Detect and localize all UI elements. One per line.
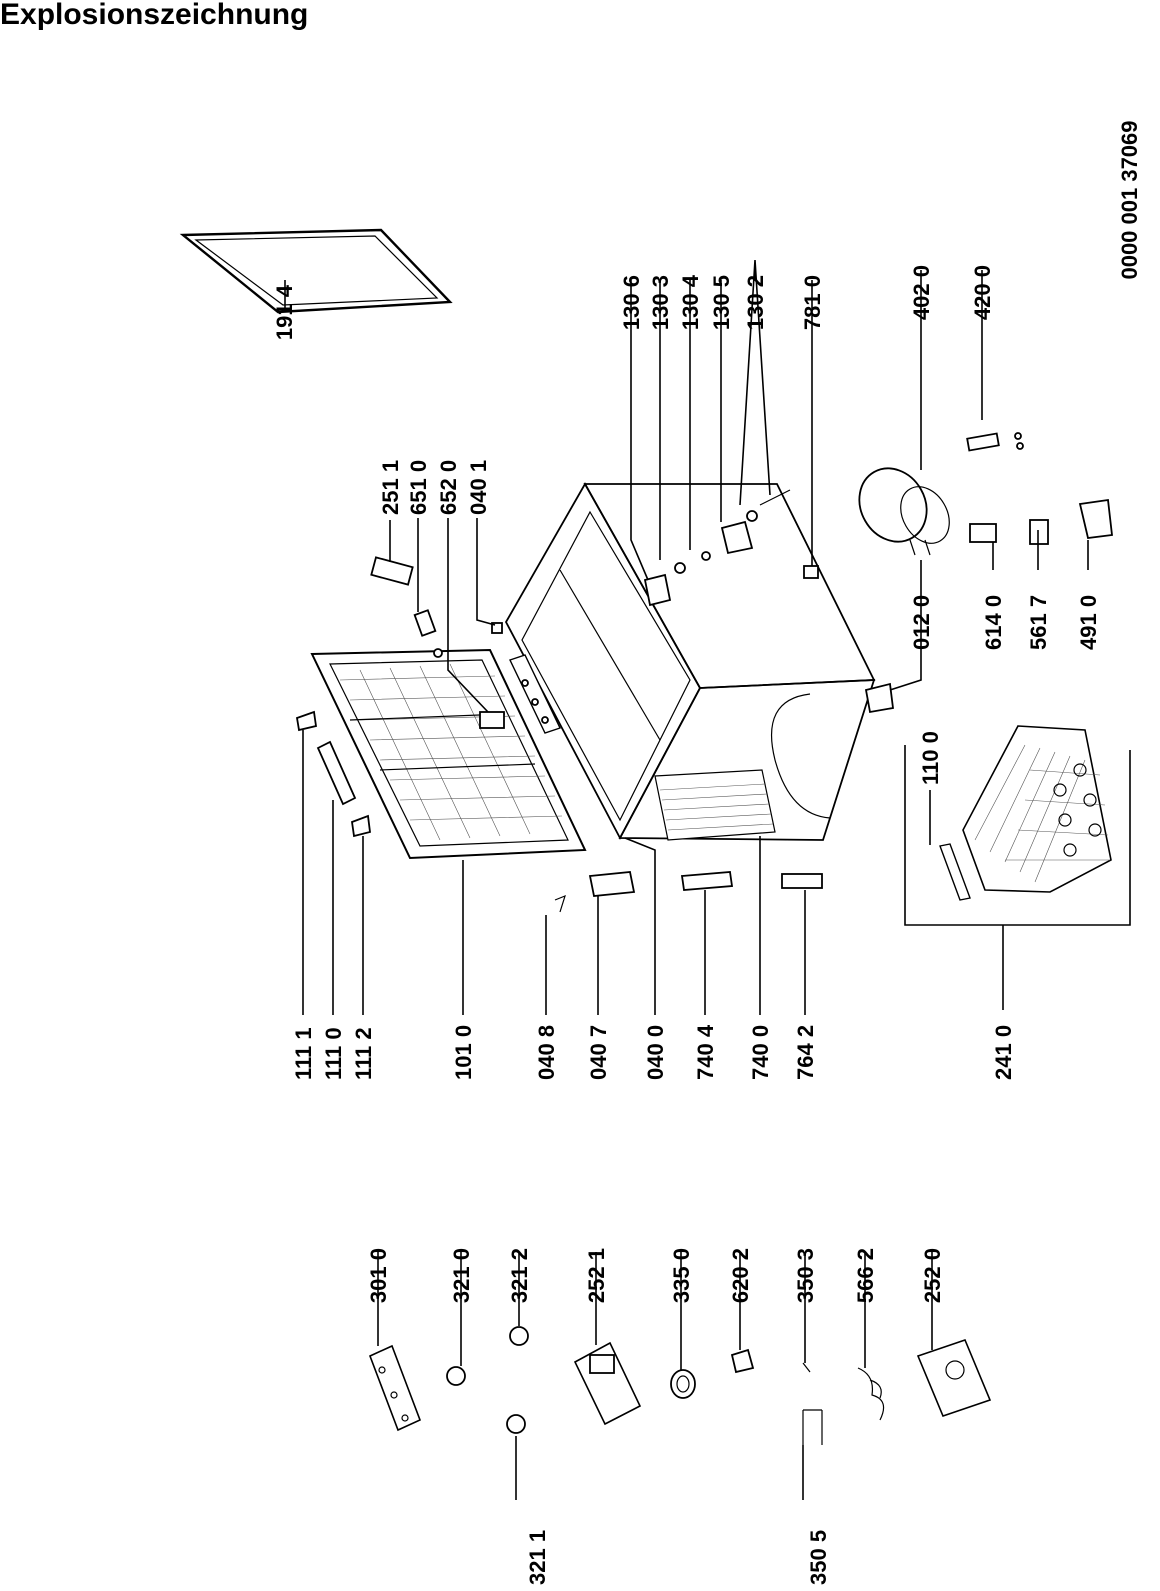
door-gasket-drawing: [179, 228, 453, 314]
label-191-4: 191 4: [272, 284, 297, 340]
control-strip-drawing: [509, 654, 561, 734]
label-130-5: 130 5: [709, 275, 734, 330]
lid-drawing: [310, 648, 587, 860]
part-labels: 191 4 251 1 651 0 652 0 040 1 130 6 130 …: [272, 265, 1101, 1585]
label-130-4: 130 4: [678, 274, 703, 330]
label-251-1: 251 1: [378, 460, 403, 515]
cabinet-drawing: [504, 482, 876, 841]
condenser-drawing: [654, 769, 776, 841]
label-764-2: 764 2: [793, 1025, 818, 1080]
label-241-0: 241 0: [991, 1025, 1016, 1080]
label-040-7: 040 7: [586, 1025, 611, 1080]
label-350-3: 350 3: [793, 1248, 818, 1303]
compressor-drawing: [858, 467, 950, 556]
basket-drawing: [962, 725, 1112, 893]
label-130-3: 130 3: [648, 275, 673, 330]
label-652-0: 652 0: [436, 460, 461, 515]
label-040-1: 040 1: [466, 460, 491, 515]
label-012-0: 012 0: [909, 595, 934, 650]
label-111-2: 111 2: [351, 1027, 376, 1080]
leader-lines: [284, 259, 1131, 1500]
label-740-4: 740 4: [693, 1024, 718, 1080]
label-130-6: 130 6: [619, 275, 644, 330]
label-491-0: 491 0: [1076, 595, 1101, 650]
control-parts-drawing: [368, 1326, 992, 1445]
label-321-1: 321 1: [525, 1530, 550, 1585]
label-402-0: 402 0: [909, 265, 934, 320]
label-110-0: 110 0: [918, 731, 943, 785]
label-620-2: 620 2: [728, 1248, 753, 1303]
label-561-7: 561 7: [1026, 595, 1051, 650]
label-040-0: 040 0: [643, 1025, 668, 1080]
label-252-0: 252 0: [920, 1248, 945, 1303]
basket-handle-drawing: [939, 843, 971, 901]
label-130-2: 130 2: [743, 275, 768, 330]
label-252-1: 252 1: [584, 1248, 609, 1303]
label-781-0: 781 0: [800, 275, 825, 330]
label-335-0: 335 0: [669, 1248, 694, 1303]
label-301-0: 301 0: [366, 1248, 391, 1303]
label-566-2: 566 2: [853, 1248, 878, 1303]
page-title: Explosionszeichnung: [0, 0, 309, 31]
label-111-0: 111 0: [321, 1027, 346, 1080]
label-740-0: 740 0: [748, 1025, 773, 1080]
label-111-1: 111 1: [291, 1027, 316, 1080]
label-651-0: 651 0: [406, 460, 431, 515]
label-321-2: 321 2: [507, 1248, 532, 1303]
label-321-0: 321 0: [449, 1248, 474, 1303]
label-040-8: 040 8: [534, 1025, 559, 1080]
label-350-5: 350 5: [806, 1530, 831, 1585]
label-101-0: 101 0: [451, 1025, 476, 1080]
label-420-0: 420 0: [970, 265, 995, 320]
small-parts-drawing: [295, 432, 1113, 913]
label-614-0: 614 0: [981, 595, 1006, 650]
